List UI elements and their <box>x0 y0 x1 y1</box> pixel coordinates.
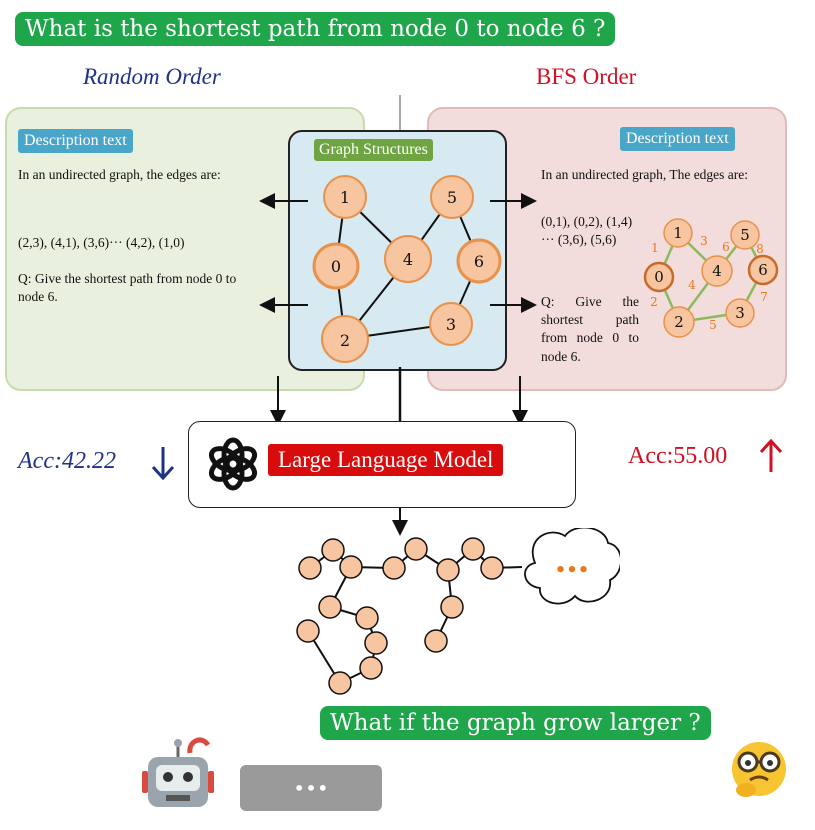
large-graph: ••• <box>296 528 620 695</box>
right-edges-list: (0,1), (0,2), (1,4) ··· (3,6), (5,6) <box>541 214 633 248</box>
bfs-node-label: 5 <box>740 226 750 244</box>
bfs-node-label: 0 <box>654 268 664 286</box>
node-label: 1 <box>340 188 350 207</box>
acc-left: Acc:42.22 <box>18 448 116 474</box>
left-question: Q: Give the shortest path from node 0 to… <box>18 271 237 305</box>
graph-node <box>323 175 367 219</box>
arrow-up-icon <box>759 438 783 472</box>
question-banner-bottom: What if the graph grow larger ? <box>320 706 711 740</box>
bfs-node-label: 2 <box>674 313 684 331</box>
bfs-edge-label: 8 <box>756 242 764 256</box>
right-edges-intro: In an undirected graph, The edges are: <box>541 167 749 182</box>
bfs-edge-label: 5 <box>709 318 717 332</box>
llm-label: Large Language Model <box>268 444 504 476</box>
robot-icon <box>142 737 214 807</box>
node-label: 5 <box>447 188 457 207</box>
left-description-tag: Description text <box>18 129 133 153</box>
bfs-order-title: BFS Order <box>536 64 637 89</box>
bfs-node-label: 6 <box>758 261 768 279</box>
node-label: 2 <box>340 331 350 350</box>
graph-node <box>429 302 473 346</box>
acc-right: Acc:55.00 <box>628 443 728 469</box>
right-description-tag: Description text <box>620 127 735 151</box>
node-label: 4 <box>403 250 413 269</box>
graph-node <box>312 242 360 290</box>
left-edges-list: (2,3), (4,1), (3,6)··· (4,2), (1,0) <box>18 235 185 250</box>
cloud-ellipsis: ••• <box>555 560 590 581</box>
bfs-graph: 1 5 0 4 6 2 3 1 3 6 8 4 2 5 7 <box>643 218 779 338</box>
bfs-edge-label: 1 <box>651 241 659 255</box>
bfs-edge-label: 7 <box>760 290 768 304</box>
node-label: 6 <box>474 252 484 271</box>
left-edges-intro: In an undirected graph, the edges are: <box>18 167 221 182</box>
graph-node <box>384 235 432 283</box>
bfs-edge-label: 6 <box>722 240 730 254</box>
nerd-face-icon <box>732 742 786 797</box>
bfs-edge-label: 4 <box>688 278 696 292</box>
node-label: 0 <box>331 257 341 276</box>
right-question: Q: Give the shortest path from node 0 to… <box>541 294 639 364</box>
bfs-node-label: 1 <box>673 224 683 242</box>
node-label: 3 <box>446 315 456 334</box>
typing-indicator: ••• <box>240 765 382 811</box>
openai-logo-icon <box>208 437 258 491</box>
bfs-node-label: 3 <box>735 304 745 322</box>
arrow-down-icon <box>151 447 175 481</box>
middle-graph: 1 5 0 4 6 2 3 <box>312 175 502 363</box>
bfs-edge-label: 2 <box>650 295 658 309</box>
bfs-edge-label: 3 <box>700 234 708 248</box>
graph-node <box>430 175 474 219</box>
graph-structures-tag: Graph Structures <box>314 139 433 161</box>
bfs-node-label: 4 <box>712 262 722 280</box>
graph-node <box>321 315 369 363</box>
random-order-title: Random Order <box>83 64 221 89</box>
graph-node <box>456 238 502 284</box>
question-banner-top: What is the shortest path from node 0 to… <box>15 12 616 46</box>
